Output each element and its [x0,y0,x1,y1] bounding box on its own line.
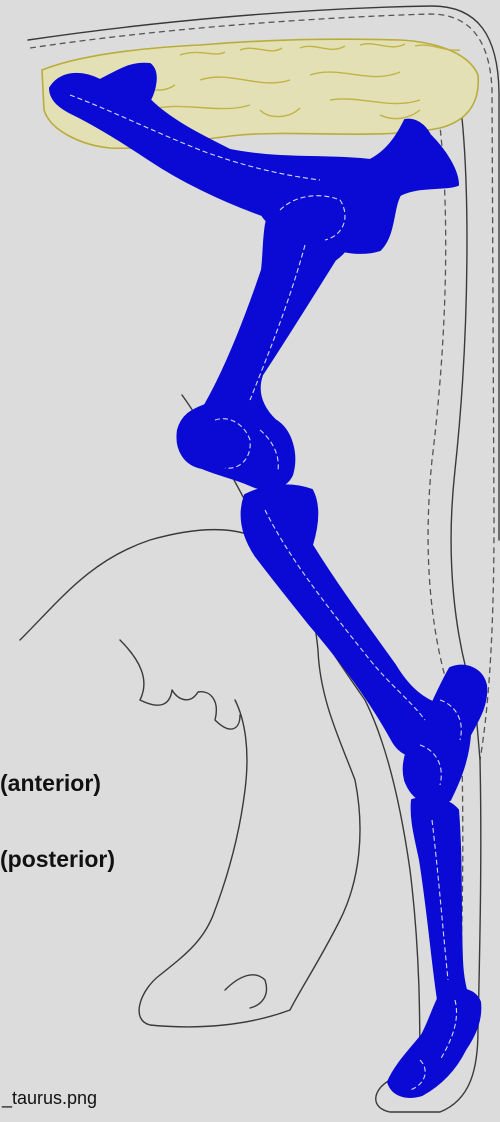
tarsal-bones [404,666,487,804]
hindlimb-bones [50,64,486,1097]
phalanx-bones [388,989,480,1097]
anterior-label: (anterior) [0,770,101,797]
femur-bone [177,191,358,489]
file-caption: _taurus.png [2,1088,97,1109]
leg-outline [376,100,481,1112]
hoof-outline [225,975,267,1008]
udder-outline [120,640,240,729]
posterior-label: (posterior) [0,846,115,873]
tibia-bone [242,485,442,756]
